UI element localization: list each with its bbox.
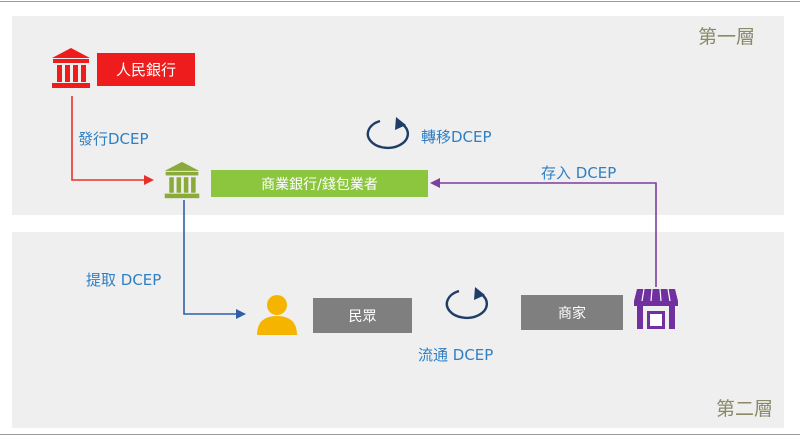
circulate-label: 流通 DCEP xyxy=(418,346,494,364)
issue-label: 發行DCEP xyxy=(78,130,149,148)
commercial-bank-node: 商業銀行/錢包業者 xyxy=(211,170,428,197)
transfer-label: 轉移DCEP xyxy=(421,128,492,146)
withdraw-arrow xyxy=(183,200,246,319)
tier1-label: 第一層 xyxy=(698,26,756,48)
person-icon xyxy=(257,295,297,335)
issue-arrow xyxy=(71,96,154,185)
public-node: 民眾 xyxy=(313,298,412,333)
merchant-node: 商家 xyxy=(521,295,623,330)
top-border-line xyxy=(0,1,800,2)
transfer-cycle-icon xyxy=(366,117,409,150)
shop-icon xyxy=(634,288,678,329)
commercial-bank-icon xyxy=(164,161,200,199)
central-bank-node: 人民銀行 xyxy=(97,53,195,86)
central-bank-icon xyxy=(52,48,90,88)
withdraw-label: 提取 DCEP xyxy=(86,271,162,289)
circulate-cycle-icon xyxy=(445,287,488,320)
deposit-label: 存入 DCEP xyxy=(541,164,617,182)
bottom-border-line xyxy=(0,434,800,435)
tier2-label: 第二層 xyxy=(716,398,774,420)
deposit-arrow xyxy=(430,178,657,287)
